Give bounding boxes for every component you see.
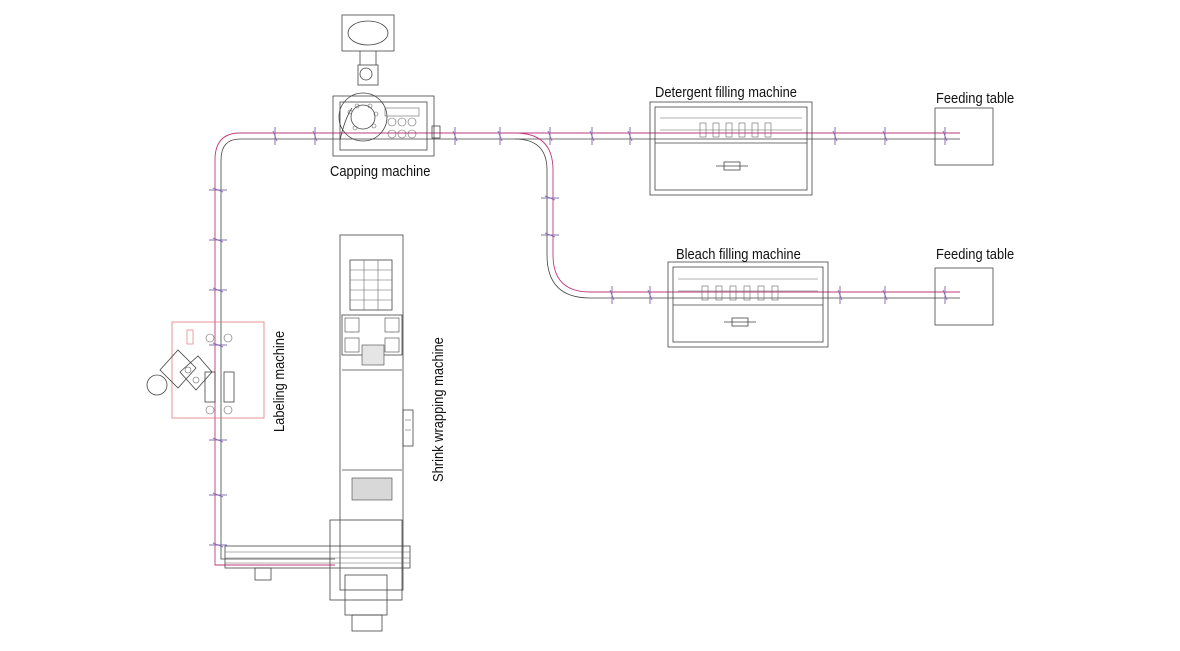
- capping-control-buttons: [384, 107, 420, 139]
- label-labeling-machine: Labeling machine: [271, 330, 288, 432]
- conveyor-guide-marker: [312, 127, 318, 145]
- conveyor-guide-marker: [647, 286, 653, 304]
- label-feeding-table-bottom: Feeding table: [936, 246, 1015, 263]
- capping-machine: [332, 14, 441, 157]
- feeding-table-top: [934, 107, 994, 166]
- conveyor-main: [214, 132, 960, 566]
- label-bleach-filling-machine: Bleach filling machine: [676, 246, 801, 263]
- conveyor-guide-marker: [882, 127, 888, 145]
- label-shrink-wrapping-machine: Shrink wrapping machine: [430, 337, 447, 482]
- conveyor-guide-marker: [547, 127, 553, 145]
- conveyor-guide-marker: [209, 187, 227, 193]
- conveyor-guide-marker: [209, 542, 227, 548]
- conveyor-guide-marker: [209, 287, 227, 293]
- conveyor-guide-marker: [209, 342, 227, 348]
- conveyor-guide-marker: [541, 195, 559, 201]
- detergent-filling-machine: [649, 101, 813, 196]
- conveyor-guide-marker: [942, 127, 948, 145]
- conveyor-guide-marker: [209, 237, 227, 243]
- label-detergent-filling-machine: Detergent filling machine: [655, 84, 797, 101]
- conveyor-guide-marker: [832, 127, 838, 145]
- bleach-filling-machine: [667, 261, 829, 348]
- labeling-machine: [146, 321, 265, 419]
- conveyor-guide-marker: [942, 286, 948, 304]
- conveyor-guide-marker: [627, 127, 633, 145]
- feeding-table-bottom: [934, 267, 994, 326]
- conveyor-guide-marker: [837, 286, 843, 304]
- conveyor-guide-marker: [209, 437, 227, 443]
- conveyor-guide-marker: [609, 286, 615, 304]
- conveyor-guide-marker: [209, 492, 227, 498]
- exit-conveyor: [224, 545, 411, 581]
- conveyor-guide-marker: [272, 127, 278, 145]
- conveyor-guide-marker: [589, 127, 595, 145]
- label-feeding-table-top: Feeding table: [936, 90, 1015, 107]
- conveyor-guides: [209, 127, 948, 548]
- conveyor-guide-marker: [882, 286, 888, 304]
- conveyor-guide-marker: [452, 127, 458, 145]
- shrink-wrapping-machine: [329, 234, 414, 632]
- label-capping-machine: Capping machine: [330, 163, 431, 180]
- conveyor-guide-marker: [541, 232, 559, 238]
- conveyor-branch: [514, 132, 960, 299]
- conveyor-guide-marker: [497, 127, 503, 145]
